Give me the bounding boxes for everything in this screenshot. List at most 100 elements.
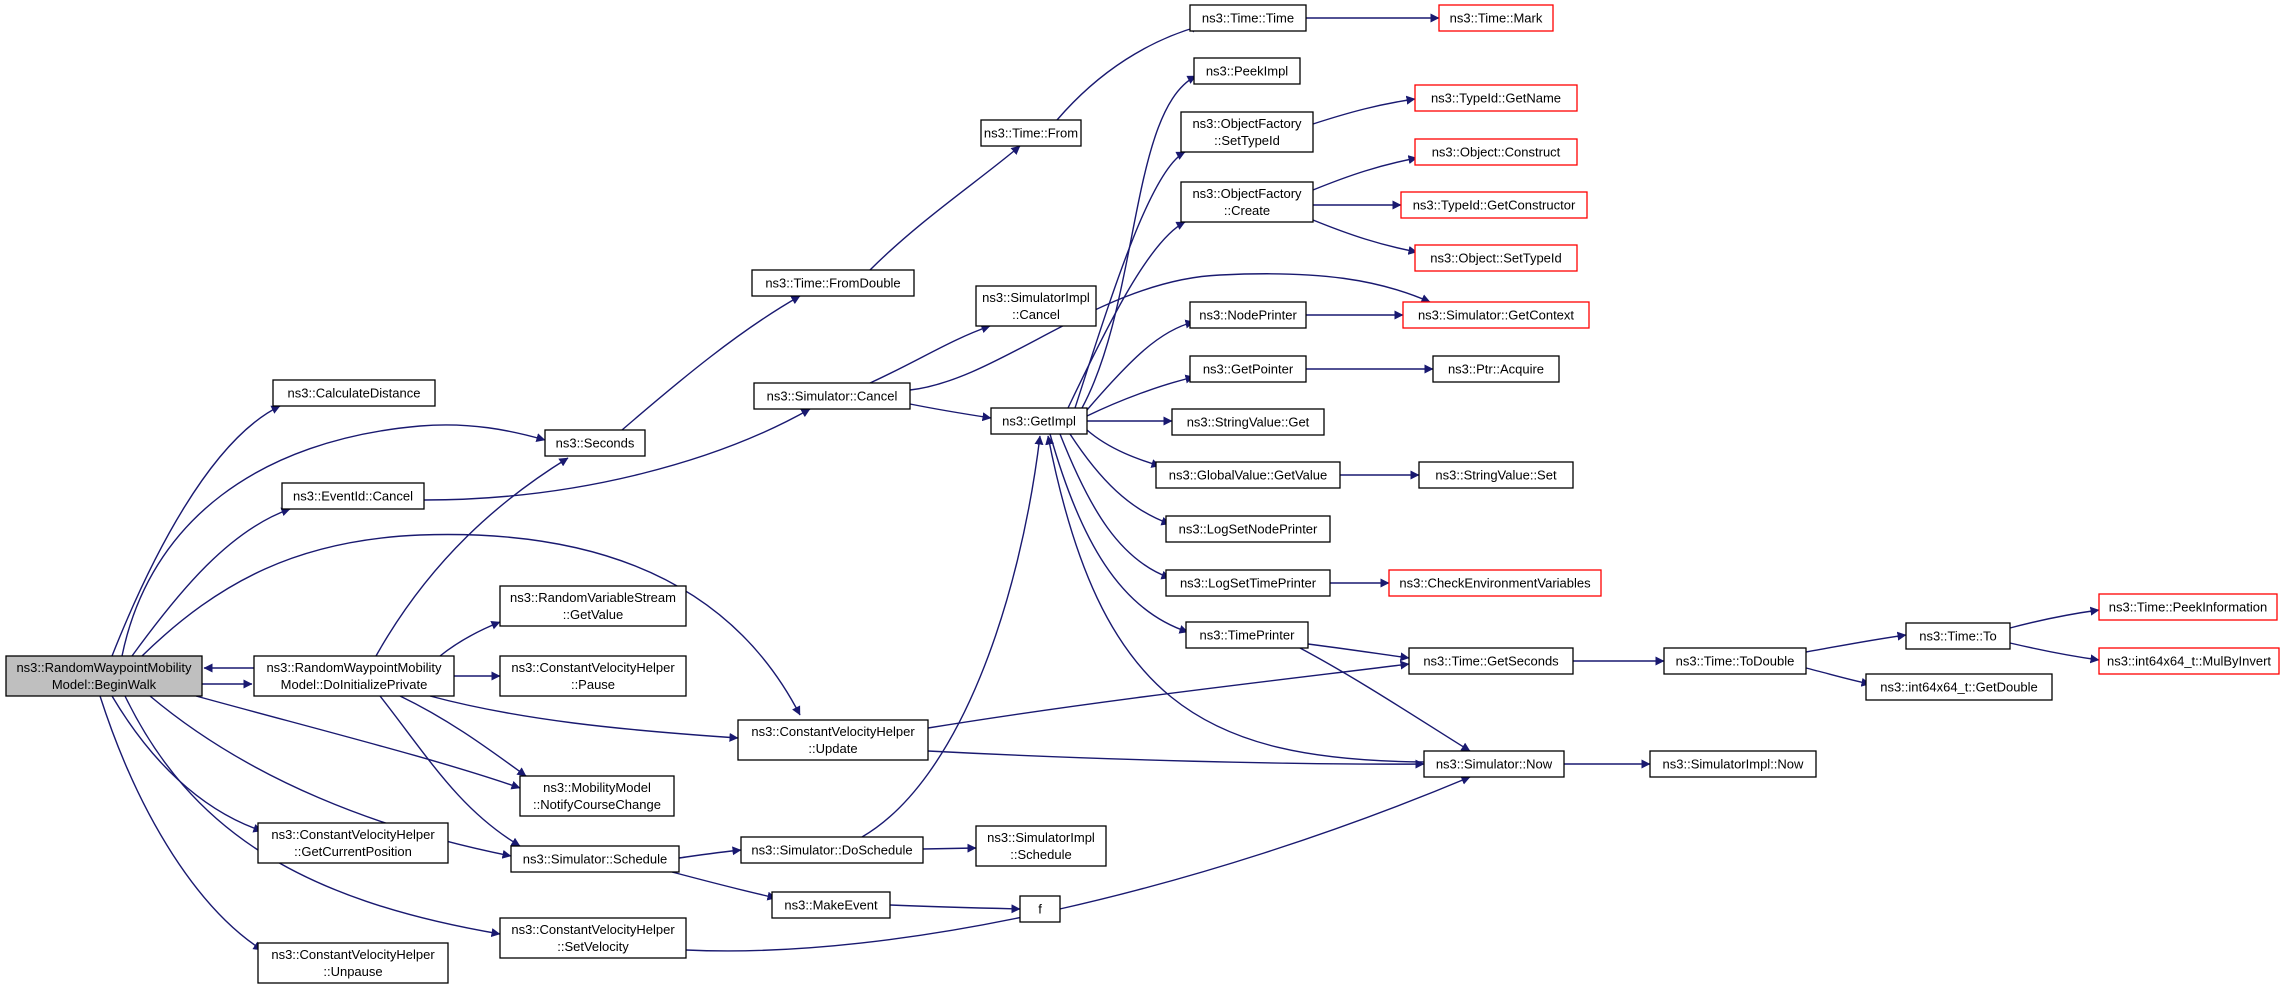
node-simImplSchedule[interactable]: ns3::SimulatorImpl::Schedule: [975, 825, 1107, 867]
node-box: [1155, 461, 1341, 489]
node-int64GetDouble[interactable]: ns3::int64x64_t::GetDouble: [1865, 673, 2053, 701]
node-ofSetTypeId[interactable]: ns3::ObjectFactory::SetTypeId: [1180, 111, 1314, 153]
node-box: [257, 942, 449, 984]
edges-layer: [99, 13, 2100, 952]
node-cvUpdate[interactable]: ns3::ConstantVelocityHelper::Update: [737, 719, 929, 761]
node-timePrinter[interactable]: ns3::TimePrinter: [1185, 621, 1309, 649]
node-label: ns3::ObjectFactory: [1192, 186, 1302, 201]
node-label: ns3::SimulatorImpl::Now: [1663, 757, 1804, 772]
node-int64MulByInvert[interactable]: ns3::int64x64_t::MulByInvert: [2098, 647, 2280, 675]
node-box: [753, 382, 911, 410]
node-stringValueGet[interactable]: ns3::StringValue::Get: [1171, 408, 1325, 436]
node-label: ns3::StringValue::Get: [1187, 415, 1310, 430]
node-f[interactable]: f: [1019, 895, 1061, 923]
node-simImplCancel[interactable]: ns3::SimulatorImpl::Cancel: [975, 285, 1097, 327]
node-logSetTime[interactable]: ns3::LogSetTimePrinter: [1165, 569, 1331, 597]
node-timePeekInfo[interactable]: ns3::Time::PeekInformation: [2098, 593, 2278, 621]
edge-timeFrom-to-timeTime: [1056, 23, 1201, 121]
nodes-layer: ns3::RandomWaypointMobilityModel::BeginW…: [5, 4, 2280, 984]
node-timeFrom[interactable]: ns3::Time::From: [980, 119, 1082, 147]
node-simImplNow[interactable]: ns3::SimulatorImpl::Now: [1649, 750, 1817, 778]
edge-makeEvent-to-f: [889, 904, 1021, 914]
edge-doInit-to-cvUpdate: [429, 695, 739, 742]
node-box: [1180, 181, 1314, 223]
node-box: [272, 379, 436, 407]
node-simSchedule[interactable]: ns3::Simulator::Schedule: [510, 845, 680, 873]
node-box: [1418, 461, 1574, 489]
node-ofCreate[interactable]: ns3::ObjectFactory::Create: [1180, 181, 1314, 223]
node-timeTo[interactable]: ns3::Time::To: [1905, 622, 2011, 650]
node-getImpl[interactable]: ns3::GetImpl: [990, 407, 1088, 435]
node-simCancel[interactable]: ns3::Simulator::Cancel: [753, 382, 911, 410]
node-label: ns3::ConstantVelocityHelper: [271, 947, 435, 962]
edge-timeTo-to-int64MulByInvert: [2009, 642, 2100, 664]
node-calcDist[interactable]: ns3::CalculateDistance: [272, 379, 436, 407]
node-label: ns3::int64x64_t::GetDouble: [1880, 680, 2038, 695]
node-gvGetValue[interactable]: ns3::GlobalValue::GetValue: [1155, 461, 1341, 489]
node-timeGetSeconds[interactable]: ns3::Time::GetSeconds: [1408, 647, 1574, 675]
node-seconds[interactable]: ns3::Seconds: [544, 429, 646, 457]
node-box: [1185, 621, 1309, 649]
node-typeIdGetName[interactable]: ns3::TypeId::GetName: [1414, 84, 1578, 112]
edge-timeToDouble-to-int64GetDouble: [1805, 667, 1871, 687]
node-objSetTypeId[interactable]: ns3::Object::SetTypeId: [1414, 244, 1578, 272]
node-box: [975, 285, 1097, 327]
node-box: [1402, 301, 1590, 329]
node-logSetNode[interactable]: ns3::LogSetNodePrinter: [1165, 515, 1331, 543]
node-simGetContext[interactable]: ns3::Simulator::GetContext: [1402, 301, 1590, 329]
node-doInit[interactable]: ns3::RandomWaypointMobilityModel::DoInit…: [253, 655, 455, 697]
node-nodePrinter[interactable]: ns3::NodePrinter: [1189, 301, 1307, 329]
edge-simNow-to-getImpl: [1045, 435, 1425, 763]
node-label: ns3::RandomWaypointMobility: [266, 660, 442, 675]
node-rvsGetValue[interactable]: ns3::RandomVariableStream::GetValue: [499, 585, 687, 627]
node-peekImpl[interactable]: ns3::PeekImpl: [1193, 57, 1301, 85]
node-label: ::SetTypeId: [1214, 133, 1280, 148]
node-doSchedule[interactable]: ns3::Simulator::DoSchedule: [740, 836, 924, 864]
node-label: ns3::Ptr::Acquire: [1448, 362, 1544, 377]
node-cvUnpause[interactable]: ns3::ConstantVelocityHelper::Unpause: [257, 942, 449, 984]
node-label: ns3::Time::Time: [1202, 11, 1294, 26]
node-label: ::Update: [808, 741, 857, 756]
node-stringValueSet[interactable]: ns3::StringValue::Set: [1418, 461, 1574, 489]
node-timeMark[interactable]: ns3::Time::Mark: [1438, 4, 1554, 32]
node-label: ns3::GetImpl: [1002, 414, 1076, 429]
node-getPointer[interactable]: ns3::GetPointer: [1189, 355, 1307, 383]
node-ptrAcquire[interactable]: ns3::Ptr::Acquire: [1432, 355, 1560, 383]
node-label: ns3::LogSetNodePrinter: [1179, 522, 1318, 537]
node-cvSetVel[interactable]: ns3::ConstantVelocityHelper::SetVelocity: [499, 917, 687, 959]
node-box: [980, 119, 1082, 147]
node-label: ::Schedule: [1010, 847, 1071, 862]
node-root: ns3::RandomWaypointMobilityModel::BeginW…: [5, 655, 203, 697]
node-timeToDouble[interactable]: ns3::Time::ToDouble: [1663, 647, 1807, 675]
node-box: [1423, 750, 1565, 778]
edge-getImpl-to-gvGetValue: [1086, 429, 1161, 468]
node-label: ::Unpause: [323, 964, 382, 979]
node-timeTime[interactable]: ns3::Time::Time: [1189, 4, 1307, 32]
node-box: [1408, 647, 1574, 675]
node-label: ns3::Simulator::DoSchedule: [751, 843, 912, 858]
node-makeEvent[interactable]: ns3::MakeEvent: [771, 891, 891, 919]
edge-getImpl-to-ofCreate: [1067, 221, 1186, 409]
node-fromDouble[interactable]: ns3::Time::FromDouble: [751, 269, 915, 297]
edge-doInit-to-simSchedule: [379, 695, 521, 847]
node-label: ns3::Object::Construct: [1432, 145, 1561, 160]
node-box: [253, 655, 455, 697]
node-eventCancel[interactable]: ns3::EventId::Cancel: [281, 482, 425, 510]
node-cvPause[interactable]: ns3::ConstantVelocityHelper::Pause: [499, 655, 687, 697]
node-label: ::Cancel: [1012, 307, 1060, 322]
edge-root-to-eventCancel: [131, 507, 291, 657]
node-label: ns3::TypeId::GetName: [1431, 91, 1561, 106]
edge-doInit-to-seconds: [375, 457, 569, 657]
node-checkEnv[interactable]: ns3::CheckEnvironmentVariables: [1388, 569, 1602, 597]
node-simNow[interactable]: ns3::Simulator::Now: [1423, 750, 1565, 778]
node-objConstruct[interactable]: ns3::Object::Construct: [1414, 138, 1578, 166]
edge-doSchedule-to-getImpl: [861, 435, 1044, 838]
node-typeIdGetCtor[interactable]: ns3::TypeId::GetConstructor: [1400, 191, 1588, 219]
edge-root-to-cvSetVel: [124, 695, 501, 938]
node-cvGetCurPos[interactable]: ns3::ConstantVelocityHelper::GetCurrentP…: [257, 822, 449, 864]
node-box: [1400, 191, 1588, 219]
node-box: [740, 836, 924, 864]
node-mobNotify[interactable]: ns3::MobilityModel::NotifyCourseChange: [519, 775, 675, 817]
node-label: ns3::NodePrinter: [1199, 308, 1297, 323]
